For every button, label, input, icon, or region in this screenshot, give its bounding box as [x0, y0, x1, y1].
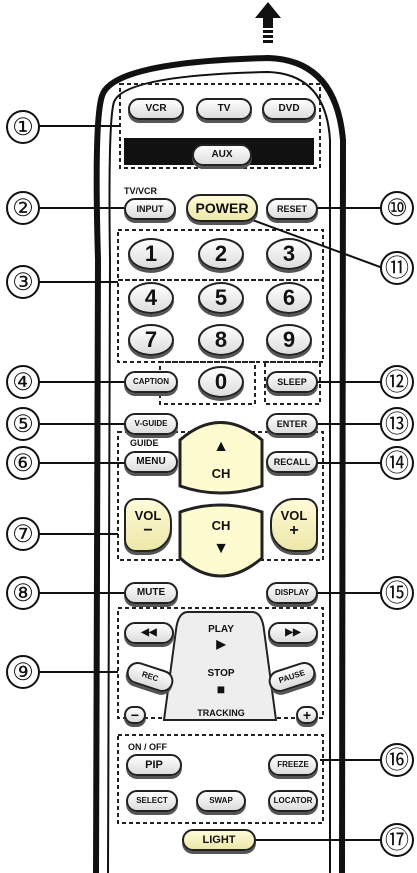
input-caption: TV/VCR — [124, 186, 158, 196]
vcr-button[interactable]: VCR — [128, 98, 184, 120]
rewind-button[interactable]: ◀◀ — [124, 622, 174, 644]
ch-down-label[interactable]: CH — [211, 518, 231, 533]
digit-4-button[interactable]: 4 — [128, 282, 174, 314]
digit-3-button[interactable]: 3 — [266, 238, 312, 270]
stop-label[interactable]: STOP — [207, 668, 235, 679]
callout-2: ② — [6, 191, 40, 225]
callout-17: ⑰ — [380, 823, 414, 857]
freeze-button[interactable]: FREEZE — [268, 754, 318, 776]
callout-9: ⑨ — [6, 655, 40, 689]
infrared-arrow-icon — [255, 2, 281, 43]
pip-caption: ON / OFF — [128, 742, 167, 752]
play-label[interactable]: PLAY — [208, 624, 234, 635]
callout-4: ④ — [6, 365, 40, 399]
callout-15: ⑮ — [380, 576, 414, 610]
callout-16: ⑯ — [380, 743, 414, 777]
enter-button[interactable]: ENTER — [266, 413, 318, 435]
vol-up-sign: + — [289, 522, 299, 539]
vol-down-button[interactable]: VOL − — [124, 498, 172, 552]
vol-down-label: VOL — [134, 508, 162, 523]
display-button[interactable]: DISPLAY — [266, 582, 318, 604]
ch-up-arrow-icon[interactable]: ▲ — [213, 438, 229, 455]
power-button[interactable]: POWER — [186, 194, 258, 222]
locator-button[interactable]: LOCATOR — [268, 790, 318, 812]
callout-10: ⑩ — [380, 191, 414, 225]
play-icon[interactable]: ▶ — [216, 637, 226, 651]
digit-6-button[interactable]: 6 — [266, 282, 312, 314]
stop-icon[interactable]: ■ — [216, 681, 226, 697]
callout-13: ⑬ — [380, 407, 414, 441]
select-button[interactable]: SELECT — [126, 790, 178, 812]
tracking-label: TRACKING — [197, 708, 245, 718]
digit-1-button[interactable]: 1 — [128, 238, 174, 270]
vol-down-sign: − — [143, 522, 153, 539]
callout-7: ⑦ — [6, 517, 40, 551]
aux-button[interactable]: AUX — [192, 144, 252, 166]
digit-9-button[interactable]: 9 — [266, 324, 312, 356]
ch-down-arrow-icon[interactable]: ▼ — [213, 540, 229, 557]
mute-button[interactable]: MUTE — [124, 582, 178, 604]
sleep-button[interactable]: SLEEP — [266, 371, 318, 393]
digit-0-button[interactable]: 0 — [198, 366, 244, 398]
menu-button[interactable]: MENU — [124, 451, 178, 473]
light-button[interactable]: LIGHT — [182, 829, 256, 851]
digit-7-button[interactable]: 7 — [128, 324, 174, 356]
callout-3: ③ — [6, 265, 40, 299]
vol-up-button[interactable]: VOL + — [270, 498, 318, 552]
ch-up-label[interactable]: CH — [211, 466, 231, 481]
swap-button[interactable]: SWAP — [196, 790, 246, 812]
vol-up-label: VOL — [280, 508, 308, 523]
callout-6: ⑥ — [6, 446, 40, 480]
caption-button[interactable]: CAPTION — [124, 371, 178, 393]
tv-button[interactable]: TV — [196, 98, 252, 120]
tracking-minus-button[interactable]: − — [124, 706, 146, 724]
callout-14: ⑭ — [380, 446, 414, 480]
pip-button[interactable]: PIP — [126, 754, 182, 776]
dvd-button[interactable]: DVD — [262, 98, 316, 120]
fast-forward-button[interactable]: ▶▶ — [268, 622, 318, 644]
v-guide-button[interactable]: V-GUIDE — [124, 413, 178, 435]
digit-2-button[interactable]: 2 — [198, 238, 244, 270]
tracking-plus-button[interactable]: + — [296, 706, 318, 724]
digit-5-button[interactable]: 5 — [198, 282, 244, 314]
callout-12: ⑫ — [380, 365, 414, 399]
reset-button[interactable]: RESET — [266, 198, 318, 220]
callout-11: ⑪ — [380, 251, 414, 285]
recall-button[interactable]: RECALL — [266, 451, 318, 473]
digit-8-button[interactable]: 8 — [198, 324, 244, 356]
callout-8: ⑧ — [6, 576, 40, 610]
callout-1: ① — [6, 110, 40, 144]
menu-caption: GUIDE — [130, 438, 159, 448]
input-button[interactable]: INPUT — [124, 198, 176, 220]
callout-5: ⑤ — [6, 407, 40, 441]
